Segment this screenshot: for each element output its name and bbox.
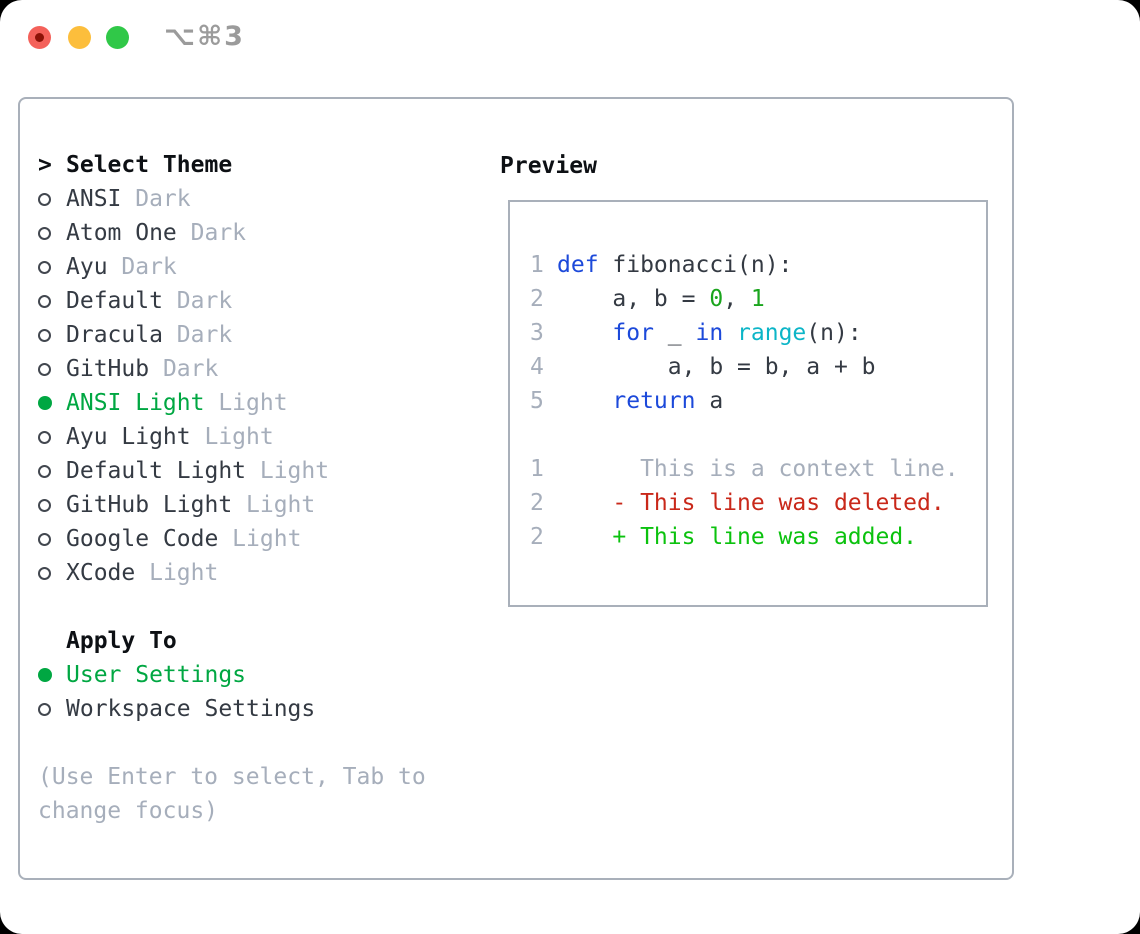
apply-to-label: User Settings — [66, 662, 247, 688]
theme-variant: Dark — [107, 254, 177, 280]
line-number: 2 — [530, 286, 544, 312]
radio-icon — [38, 328, 51, 342]
theme-name: Atom One — [66, 220, 177, 246]
focus-caret-icon: > — [38, 152, 52, 178]
radio-icon — [38, 498, 51, 512]
radio-icon — [38, 702, 51, 716]
diff-block: 1 This is a context line.2 - This line w… — [530, 452, 986, 554]
theme-option[interactable]: Default Light Light — [38, 454, 329, 488]
apply-to-title: Apply To — [66, 628, 177, 654]
radio-icon — [38, 260, 51, 274]
theme-name: Dracula — [66, 322, 163, 348]
line-number: 1 — [530, 456, 544, 482]
diff-line: 1 This is a context line. — [530, 452, 986, 486]
theme-variant: Light — [218, 526, 302, 552]
theme-variant: Dark — [162, 322, 233, 348]
theme-option[interactable]: ANSI Light Light — [38, 386, 329, 420]
record-dot-icon — [35, 33, 44, 42]
theme-list-title: Select Theme — [66, 152, 233, 178]
theme-option[interactable]: XCode Light — [38, 556, 329, 590]
theme-name: Google Code — [66, 526, 219, 552]
close-button[interactable] — [28, 26, 51, 49]
theme-option[interactable]: Atom One Dark — [38, 216, 329, 250]
theme-variant: Light — [246, 458, 330, 484]
radio-icon — [38, 464, 51, 478]
theme-variant: Light — [232, 492, 316, 518]
code-line: 2 a, b = 0, 1 — [530, 282, 986, 316]
diff-line: 2 + This line was added. — [530, 520, 986, 554]
theme-variant: Light — [135, 560, 219, 586]
theme-option[interactable]: Ayu Dark — [38, 250, 329, 284]
theme-name: XCode — [66, 560, 136, 586]
theme-list-header: > Select Theme — [38, 148, 329, 182]
theme-variant: Light — [204, 390, 288, 416]
line-number: 2 — [530, 524, 544, 550]
theme-variant: Dark — [162, 288, 233, 314]
diff-line: 2 - This line was deleted. — [530, 486, 986, 520]
theme-name: Default — [66, 288, 163, 314]
apply-to-option[interactable]: User Settings — [38, 658, 315, 692]
theme-variant: Dark — [149, 356, 219, 382]
radio-icon — [38, 532, 51, 546]
theme-name: ANSI Light — [66, 390, 205, 416]
line-number: 5 — [530, 388, 544, 414]
apply-to-label: Workspace Settings — [66, 696, 316, 722]
theme-name: ANSI — [66, 186, 122, 212]
theme-variant: Dark — [176, 220, 247, 246]
theme-option[interactable]: Default Dark — [38, 284, 329, 318]
theme-option[interactable]: Google Code Light — [38, 522, 329, 556]
code-line: 3 for _ in range(n): — [530, 316, 986, 350]
theme-name: Ayu Light — [66, 424, 191, 450]
code-line: 5 return a — [530, 384, 986, 418]
minimize-button[interactable] — [68, 26, 91, 49]
theme-variant: Dark — [121, 186, 191, 212]
line-number: 4 — [530, 354, 544, 380]
theme-option[interactable]: GitHub Light Light — [38, 488, 329, 522]
theme-option[interactable]: Dracula Dark — [38, 318, 329, 352]
radio-icon — [38, 226, 51, 240]
radio-icon — [38, 294, 51, 308]
line-number: 2 — [530, 490, 544, 516]
theme-name: GitHub Light — [66, 492, 233, 518]
radio-icon — [38, 362, 51, 376]
theme-name: Default Light — [66, 458, 247, 484]
line-number: 3 — [530, 320, 544, 346]
preview-title: Preview — [500, 153, 597, 179]
radio-selected-icon — [38, 396, 52, 410]
theme-name: GitHub — [66, 356, 150, 382]
zoom-button[interactable] — [106, 26, 129, 49]
apply-to-option[interactable]: Workspace Settings — [38, 692, 315, 726]
radio-icon — [38, 430, 51, 444]
window-shortcut-label: ⌥⌘3 — [164, 21, 245, 52]
theme-option[interactable]: Ayu Light Light — [38, 420, 329, 454]
radio-selected-icon — [38, 668, 52, 682]
help-text: (Use Enter to select, Tab to change focu… — [38, 764, 426, 824]
theme-variant: Light — [190, 424, 274, 450]
line-number: 1 — [530, 252, 544, 278]
apply-to-header: Apply To — [38, 624, 315, 658]
theme-option[interactable]: ANSI Dark — [38, 182, 329, 216]
radio-icon — [38, 566, 51, 580]
theme-name: Ayu — [66, 254, 108, 280]
theme-option[interactable]: GitHub Dark — [38, 352, 329, 386]
code-line: 4 a, b = b, a + b — [530, 350, 986, 384]
radio-icon — [38, 192, 51, 206]
